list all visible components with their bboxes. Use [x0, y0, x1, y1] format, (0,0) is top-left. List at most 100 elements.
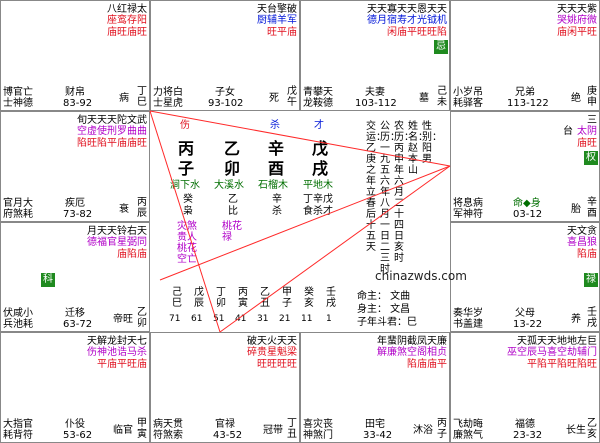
stage: 长生 — [566, 425, 586, 436]
dayun-age-2: 61 — [191, 314, 203, 324]
brightness: 旺平庙 — [267, 27, 297, 38]
dayun-stem-6: 甲子 — [282, 287, 292, 309]
palace-name: 子女 — [215, 87, 235, 98]
palace-yin[interactable]: 天解龙封天七 伤神池诰马杀 平庙平旺庙 大指官 耗背符 仆役 53-62 临官 … — [0, 332, 150, 443]
age-range: 83-92 — [63, 98, 93, 109]
age-range: 53-62 — [63, 430, 93, 441]
palace-chou[interactable]: 破天火天天 碎贵星魁梁 旺旺旺旺 病天贯 符煞索 官禄 43-52 冠带 丁丑 — [150, 332, 300, 443]
gods: 力将白 — [153, 87, 183, 98]
stem: 甲寅 — [137, 418, 147, 440]
stage: 胎 — [571, 204, 581, 215]
palace-hai[interactable]: 天孤天天地地左巨 巫空辰马喜空劫辅门 平陷平陷旺陷旺 飞劫晦 廉煞气 福德 23… — [450, 332, 600, 443]
dayun-stem-2: 戊辰 — [194, 287, 204, 309]
gods: 将息病 — [453, 198, 483, 209]
stage: 冠带 — [263, 425, 283, 436]
gods: 小岁吊 — [453, 87, 483, 98]
age-range: 73-82 — [63, 209, 93, 220]
gods2: 士神德 — [3, 98, 33, 109]
info-nongli: 农历：丙申年六月二十四日亥时 — [394, 121, 414, 264]
gods2: 士星虎 — [153, 98, 183, 109]
stem: 丁丑 — [287, 418, 297, 440]
branch-day: 酉 — [268, 159, 285, 178]
palace-wei[interactable]: 天天寡天天恩天天 德月宿寿才光钺机 闲庙平旺旺陷 忌 青攀天 龙鞍德 夫妻 10… — [300, 0, 450, 111]
stars-bottom: 伤神池诰马杀 — [87, 347, 147, 358]
gods2: 兵池耗 — [3, 319, 33, 330]
zinian-doujun: 子年斗君：巳 — [357, 317, 417, 328]
brightness: 庙旺庙旺 — [107, 27, 147, 38]
dayun-stem-3: 丁卯 — [216, 287, 226, 309]
brightness: 平陷平陷旺陷旺 — [527, 359, 597, 370]
gods: 青攀天 — [303, 87, 333, 98]
stem: 丙辰 — [137, 197, 147, 219]
stars-bottom: 厨辅羊军 — [257, 15, 297, 26]
dayun-age-3: 51 — [213, 314, 225, 324]
palace-zi[interactable]: 年蜚阴截凤天廉 解廉煞空阁相贞 陷庙庙平 喜灾丧 神煞门 田宅 33-42 沐浴… — [300, 332, 450, 443]
stars-top: 三 — [587, 115, 597, 126]
stars-bottom: 德福官星弼同 — [87, 237, 147, 248]
stage: 衰 — [119, 204, 129, 215]
stage: 沐浴 — [413, 425, 433, 436]
center-panel: 伤 杀 才 丙 乙 辛 戊 子 卯 酉 戌 涧下水 大溪水 石榴木 平地木 癸 … — [150, 111, 450, 332]
hua-ke-badge: 科 — [41, 273, 55, 287]
stars-bottom: 碎贵星魁梁 — [247, 347, 297, 358]
gods2: 耗驿客 — [453, 98, 483, 109]
palace-you[interactable]: 三 台 太阴 庙旺 权 将息病 军神符 命◆身 03-12 胎 辛酉 — [450, 111, 600, 222]
stem: 戊午 — [287, 86, 297, 108]
gods2: 耗背符 — [3, 430, 33, 441]
watermark: chinazwds.com — [375, 269, 467, 283]
palace-xu[interactable]: 天文贪 喜昌狼 陷庙 禄 奏华岁 书盖建 父母 13-22 养 壬戌 — [450, 222, 600, 332]
palace-mao[interactable]: 月天天铃右天 德福官星弼同 庙陷庙 科 伏咸小 兵池耗 迁移 63-72 帝旺 … — [0, 222, 150, 332]
palace-name: 兄弟 — [515, 87, 535, 98]
hidden-hour: 丁辛戊 — [303, 194, 333, 205]
stem: 辛酉 — [587, 197, 597, 219]
age-range: 23-32 — [513, 430, 543, 441]
brightness: 平庙平旺庙 — [97, 359, 147, 370]
stars-top: 天文贪 — [567, 226, 597, 237]
info-gender: 性别：阳男 — [422, 121, 442, 165]
palace-wu[interactable]: 天台擎破 厨辅羊军 旺平庙 力将白 士星虎 子女 93-102 死 戊午 — [150, 0, 300, 111]
palace-name: 官禄 — [215, 419, 235, 430]
stars-bottom: 喜昌狼 — [567, 237, 597, 248]
dayun-age-8: 1 — [326, 314, 332, 324]
branch-hour: 戌 — [312, 159, 329, 178]
hidden-month: 乙 — [228, 194, 238, 205]
stars-bottom: 台 — [563, 126, 573, 137]
palace-name: 田宅 — [365, 419, 385, 430]
age-range: 103-112 — [355, 98, 397, 109]
stage: 死 — [269, 93, 279, 104]
age-range: 43-52 — [213, 430, 243, 441]
branch-year: 子 — [178, 159, 195, 178]
hidden-god-hour: 食杀才 — [303, 206, 333, 217]
dayun-age-4: 41 — [235, 314, 247, 324]
gods: 奏华岁 — [453, 308, 483, 319]
gods: 伏咸小 — [3, 308, 33, 319]
hidden-god-day: 杀 — [272, 206, 282, 217]
palace-shen[interactable]: 天天天紫 哭姚府微 庙闲平旺 小岁吊 耗驿客 兄弟 113-122 绝 庚申 — [450, 0, 600, 111]
age-range: 13-22 — [513, 319, 543, 330]
dayun-stem-4: 丙寅 — [238, 287, 248, 309]
stars-bottom: 哭姚府微 — [557, 15, 597, 26]
stars-bottom: 德月宿寿才光钺机 — [367, 15, 447, 26]
stars-top: 天解龙封天七 — [87, 336, 147, 347]
stars-top: 月天天铃右天 — [87, 226, 147, 237]
palace-si[interactable]: 八红禄太 座鸾存阳 庙旺庙旺 博官亡 士神德 财帛 83-92 病 丁巳 — [0, 0, 150, 111]
stars-top: 天孤天天地地左巨 — [517, 336, 597, 347]
pillar-god-hour: 才 — [314, 120, 324, 131]
branch-month: 卯 — [224, 159, 241, 178]
gods2: 廉煞气 — [453, 430, 483, 441]
dayun-age-7: 11 — [301, 314, 313, 324]
brightness: 旺旺旺旺 — [257, 359, 297, 370]
gods: 病天贯 — [153, 419, 183, 430]
brightness: 庙陷庙 — [117, 249, 147, 260]
age-range: 33-42 — [363, 430, 393, 441]
palace-name: 疾厄 — [65, 198, 85, 209]
brightness: 陷旺陷平庙庙旺 — [77, 138, 147, 149]
stage: 帝旺 — [113, 314, 133, 325]
brightness: 陷庙 — [577, 249, 597, 260]
stem: 乙卯 — [137, 307, 147, 329]
palace-chen[interactable]: 旬天天天陀文武 空虚使刑罗曲曲 陷旺陷平庙庙旺 官月大 府煞耗 疾厄 73-82… — [0, 111, 150, 222]
stars-top: 天天寡天天恩天天 — [367, 4, 447, 15]
hua-lu-badge: 禄 — [584, 273, 598, 287]
nayin-year: 涧下水 — [170, 180, 200, 191]
dayun-stem-7: 癸亥 — [304, 287, 314, 309]
